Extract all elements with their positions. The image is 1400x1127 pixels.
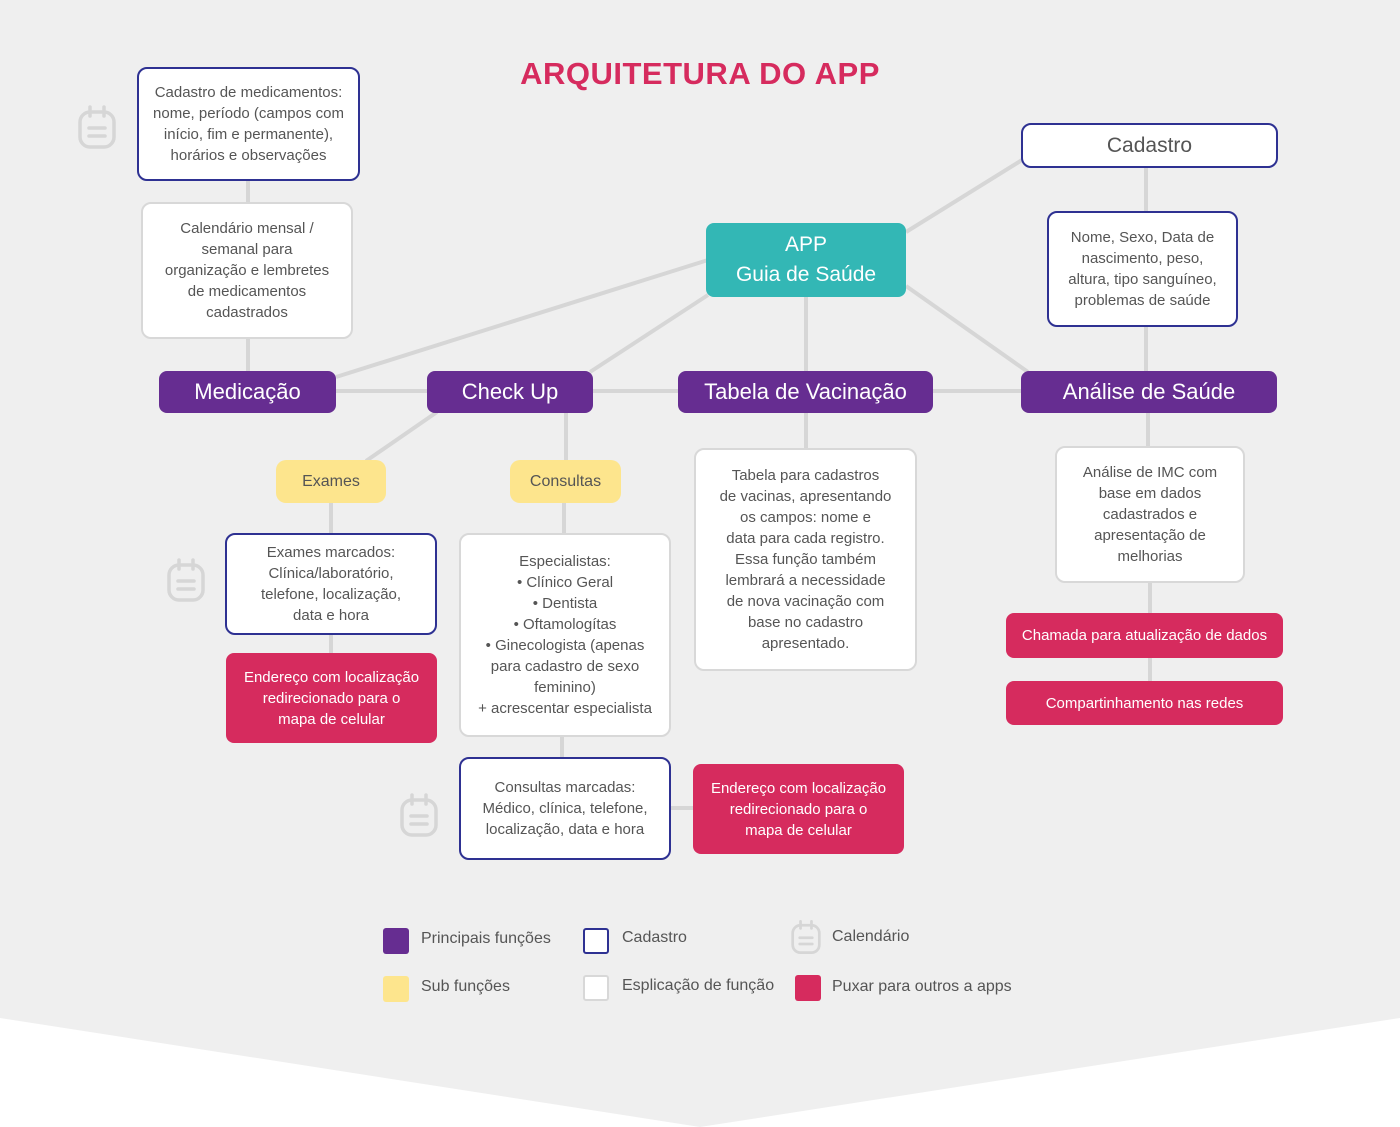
personal-data-box: Nome, Sexo, Data de nascimento, peso, al…	[1047, 211, 1238, 327]
imc-explanation-text: Análise de IMC com base em dados cadastr…	[1082, 464, 1218, 565]
legend-sub-swatch	[383, 976, 409, 1002]
app-center-label: APP Guia de Saúde	[735, 233, 877, 286]
personal-data-text: Nome, Sexo, Data de nascimento, peso, al…	[1068, 229, 1217, 309]
calendar-explanation-box: Calendário mensal / semanal para organiz…	[141, 202, 353, 339]
legend-calendar-label: Calendário	[832, 928, 910, 945]
exames-label: Exames	[302, 472, 360, 490]
checkup-node: Check Up	[427, 371, 593, 413]
medication-registration-text: Cadastro de medicamentos: nome, período …	[153, 84, 344, 164]
checkup-label: Check Up	[461, 379, 559, 404]
appointments-scheduled-box: Consultas marcadas: Médico, clínica, tel…	[459, 757, 671, 860]
legend-external-swatch	[795, 975, 821, 1001]
calendar-icon	[167, 558, 205, 602]
page-title: ARQUITETURA DO APP	[520, 56, 880, 91]
appointments-address-box: Endereço com localização redirecionado p…	[693, 764, 904, 854]
exams-address-box: Endereço com localização redirecionado p…	[226, 653, 437, 743]
calendar-icon	[78, 105, 116, 149]
app-center-node: APP Guia de Saúde	[706, 223, 906, 297]
calendar-icon	[400, 793, 438, 837]
imc-explanation-box: Análise de IMC com base em dados cadastr…	[1055, 446, 1245, 583]
exams-scheduled-text: Exames marcados: Clínica/laboratório, te…	[260, 544, 402, 624]
medicacao-label: Medicação	[194, 379, 301, 404]
cadastro-label: Cadastro	[1106, 134, 1193, 157]
specialists-box: Especialistas: • Clínico Geral • Dentist…	[459, 533, 671, 737]
legend-main-label: Principais funções	[421, 930, 551, 947]
sharing-text: Compartinhamento nas redes	[1045, 694, 1244, 712]
exames-node: Exames	[276, 460, 386, 503]
legend-sub-label: Sub funções	[421, 978, 510, 995]
medication-registration-box: Cadastro de medicamentos: nome, período …	[137, 67, 360, 181]
calendar-explanation-text: Calendário mensal / semanal para organiz…	[164, 220, 330, 321]
exams-scheduled-box: Exames marcados: Clínica/laboratório, te…	[225, 533, 437, 635]
appointments-address-text: Endereço com localização redirecionado p…	[710, 779, 887, 839]
legend-main-swatch	[383, 928, 409, 954]
data-update-text: Chamada para atualização de dados	[1021, 627, 1268, 644]
legend-external-label: Puxar para outros a apps	[832, 978, 1012, 995]
analise-label: Análise de Saúde	[1062, 379, 1236, 404]
legend-registration-swatch	[583, 928, 609, 954]
analise-node: Análise de Saúde	[1021, 371, 1277, 413]
medicacao-node: Medicação	[159, 371, 336, 413]
calendar-icon	[791, 919, 821, 955]
legend-explanation-label: Esplicação de função	[622, 977, 775, 994]
data-update-box: Chamada para atualização de dados	[1006, 613, 1283, 658]
vacinacao-node: Tabela de Vacinação	[678, 371, 933, 413]
consultas-node: Consultas	[510, 460, 621, 503]
legend-registration-label: Cadastro	[622, 929, 687, 946]
vacinacao-label: Tabela de Vacinação	[704, 379, 907, 404]
appointments-scheduled-text: Consultas marcadas: Médico, clínica, tel…	[482, 779, 648, 838]
sharing-box: Compartinhamento nas redes	[1006, 681, 1283, 725]
vaccine-explanation-box: Tabela para cadastros de vacinas, aprese…	[694, 448, 917, 671]
cadastro-node: Cadastro	[1021, 123, 1278, 168]
legend-explanation-swatch	[583, 975, 609, 1001]
consultas-label: Consultas	[529, 472, 602, 490]
specialists-text: Especialistas: • Clínico Geral • Dentist…	[478, 553, 652, 717]
exams-address-text: Endereço com localização redirecionado p…	[243, 668, 420, 728]
vaccine-explanation-text: Tabela para cadastros de vacinas, aprese…	[719, 467, 892, 652]
